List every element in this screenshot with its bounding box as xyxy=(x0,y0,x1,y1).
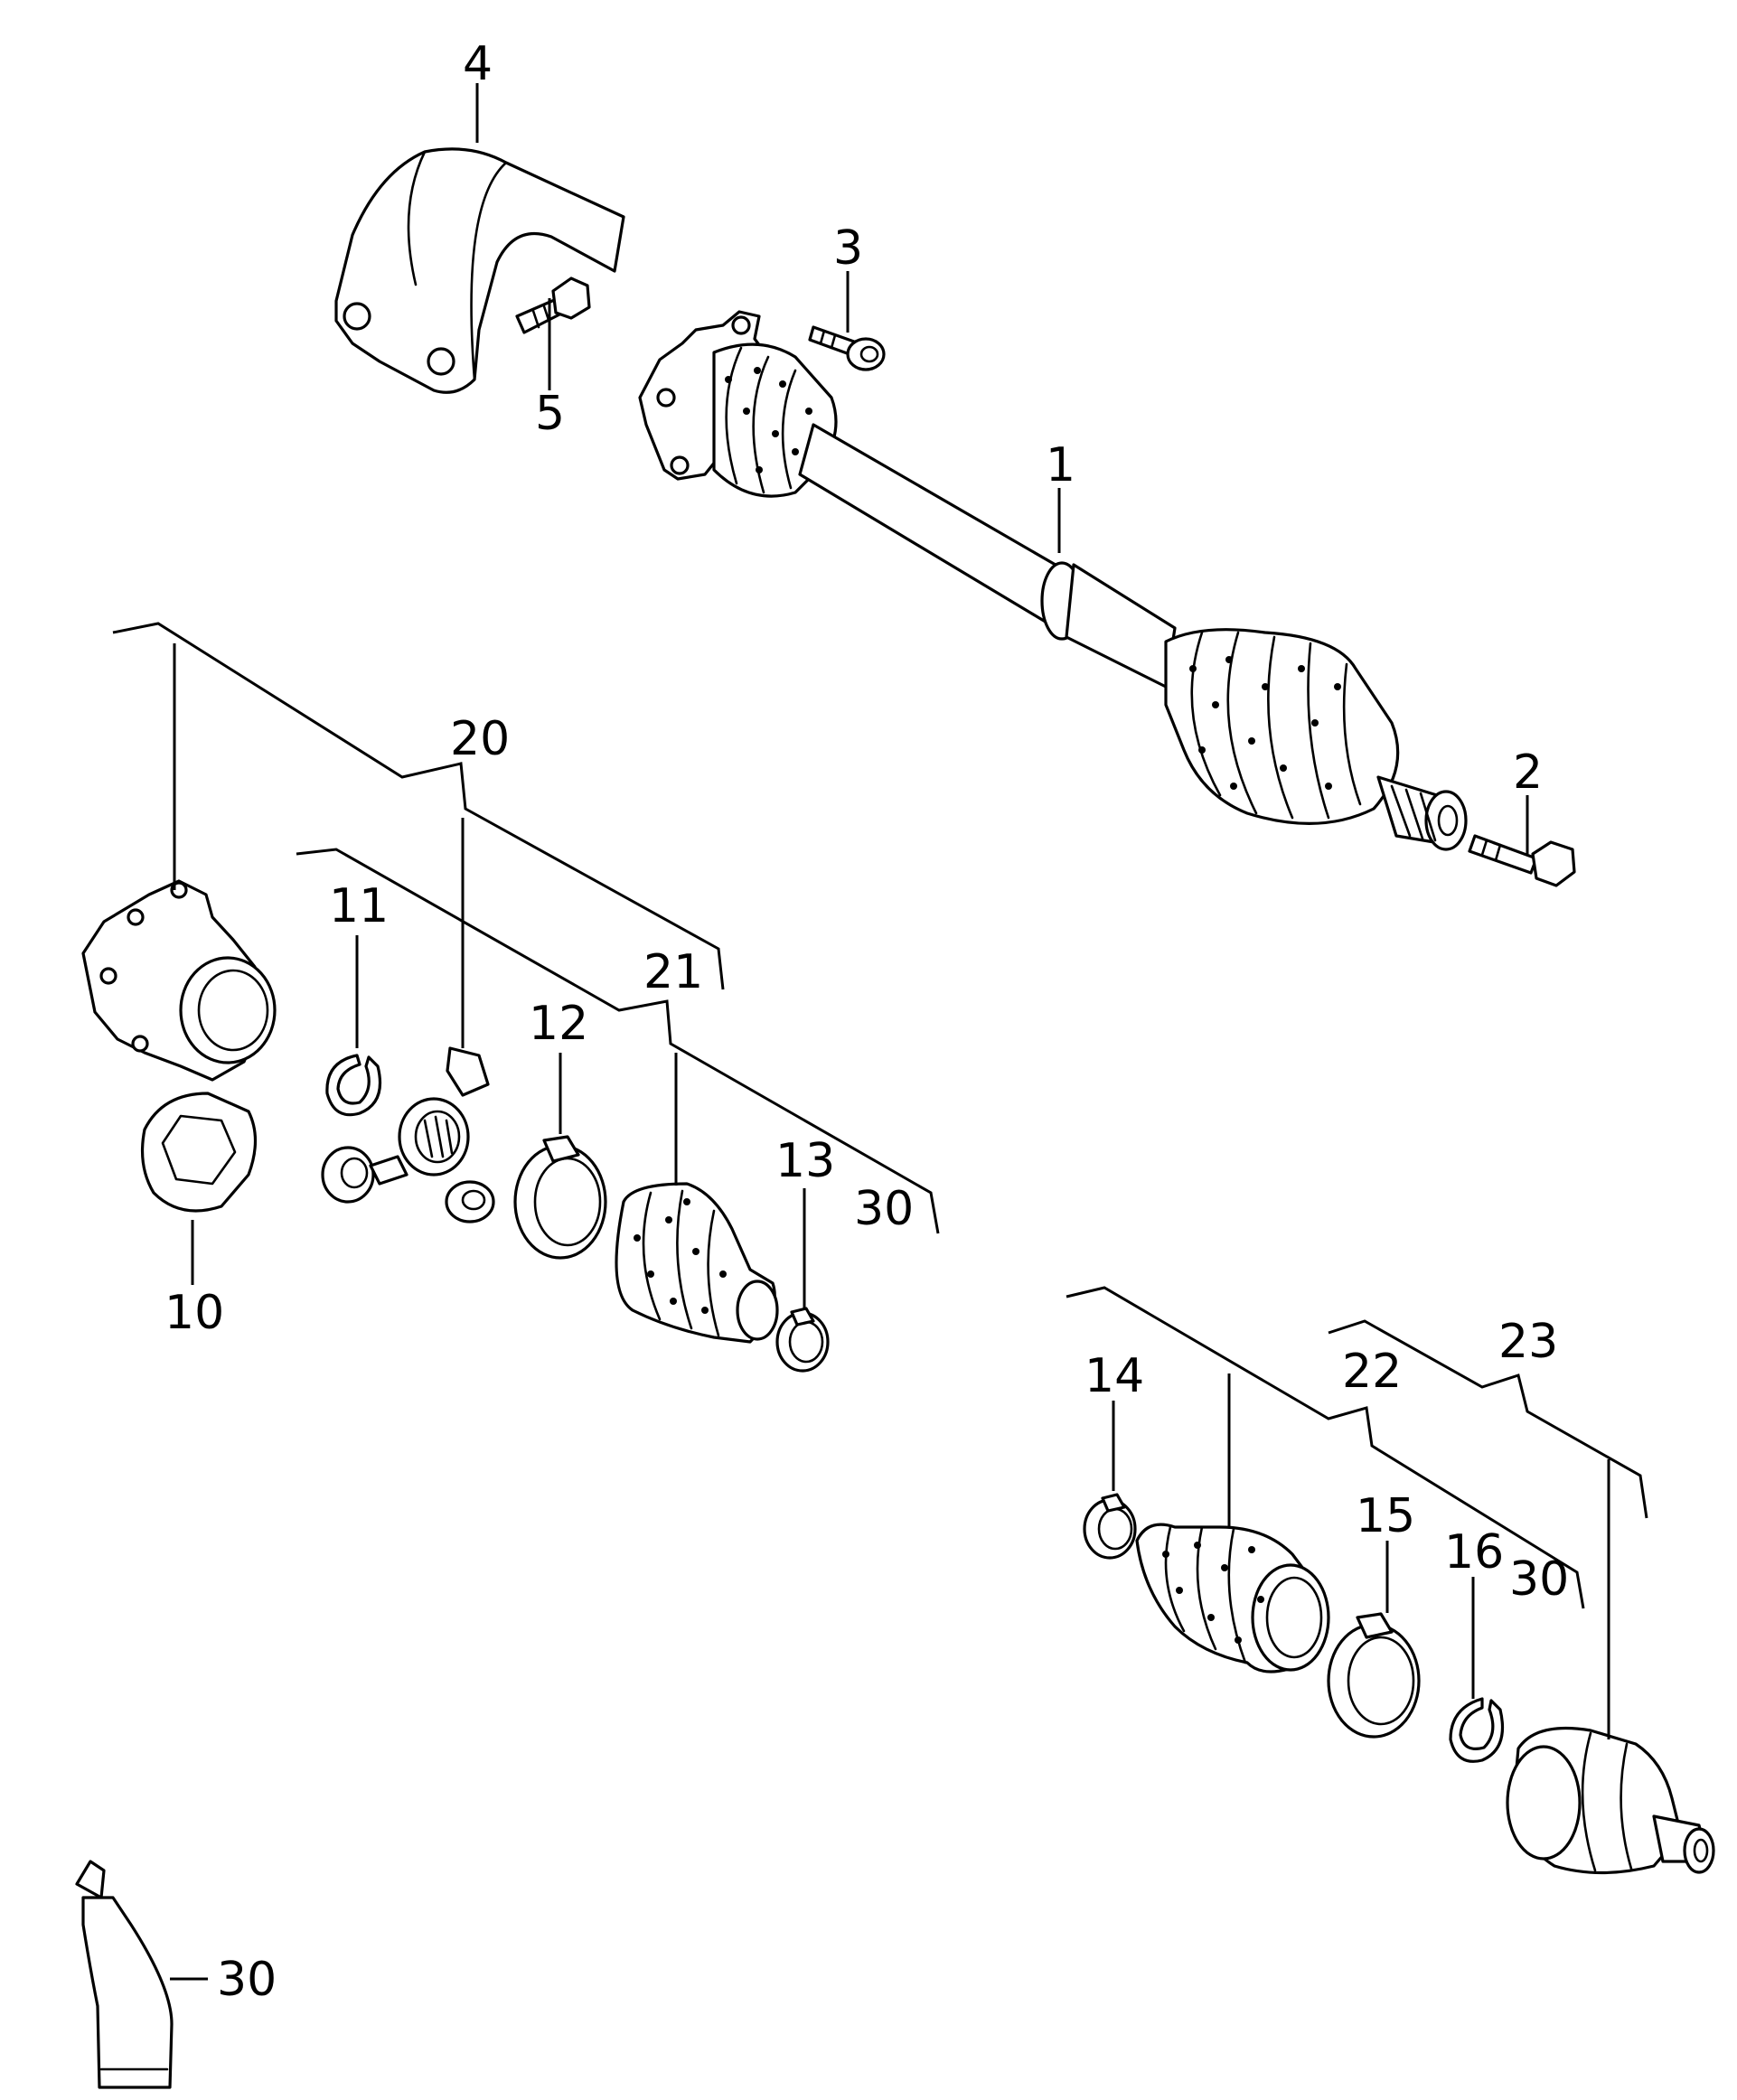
callout-labels: 4 5 3 1 2 20 11 21 12 13 30 10 23 14 22 … xyxy=(164,37,1569,2007)
part-10-flange xyxy=(140,1092,258,1213)
callout-21: 21 xyxy=(643,945,703,999)
part-5-bolt xyxy=(515,277,591,334)
callout-30-c: 30 xyxy=(217,1953,277,2007)
part-30-grease-tube xyxy=(75,1860,174,2089)
callout-23: 23 xyxy=(1498,1315,1558,1369)
callout-3: 3 xyxy=(833,221,863,276)
part-14-clamp xyxy=(1083,1493,1137,1560)
part-21-boot xyxy=(615,1182,779,1344)
part-13-clamp xyxy=(775,1307,830,1373)
part-22-boot xyxy=(1135,1523,1330,1673)
callout-12: 12 xyxy=(529,997,588,1051)
callout-5: 5 xyxy=(535,387,565,441)
callout-22: 22 xyxy=(1342,1345,1402,1399)
callout-20: 20 xyxy=(450,712,510,766)
callout-30-a: 30 xyxy=(854,1182,914,1236)
callout-15: 15 xyxy=(1356,1489,1415,1543)
part-1-drive-shaft xyxy=(638,310,1468,851)
boot-texture-dots xyxy=(725,367,1341,790)
part-joint-housing xyxy=(81,879,277,1082)
callout-2: 2 xyxy=(1513,745,1543,800)
callout-1: 1 xyxy=(1046,438,1075,492)
part-12-clamp xyxy=(513,1135,607,1260)
part-2-bolt xyxy=(1468,834,1576,887)
callout-4: 4 xyxy=(463,37,493,91)
part-11-circlip xyxy=(325,1054,382,1117)
callout-16: 16 xyxy=(1444,1525,1504,1580)
callout-30-b: 30 xyxy=(1509,1552,1569,1607)
part-4-heat-shield xyxy=(334,147,625,394)
part-15-clamp xyxy=(1327,1612,1421,1739)
part-16-circlip xyxy=(1449,1697,1505,1763)
part-3-bolt xyxy=(808,325,886,371)
callout-13: 13 xyxy=(775,1134,835,1188)
callout-11: 11 xyxy=(329,879,389,933)
part-tripod-assembly xyxy=(321,1046,495,1223)
callout-14: 14 xyxy=(1084,1349,1144,1403)
callout-10: 10 xyxy=(164,1286,224,1340)
part-23-outer-joint xyxy=(1506,1726,1715,1875)
leader-lines xyxy=(112,83,1648,1981)
